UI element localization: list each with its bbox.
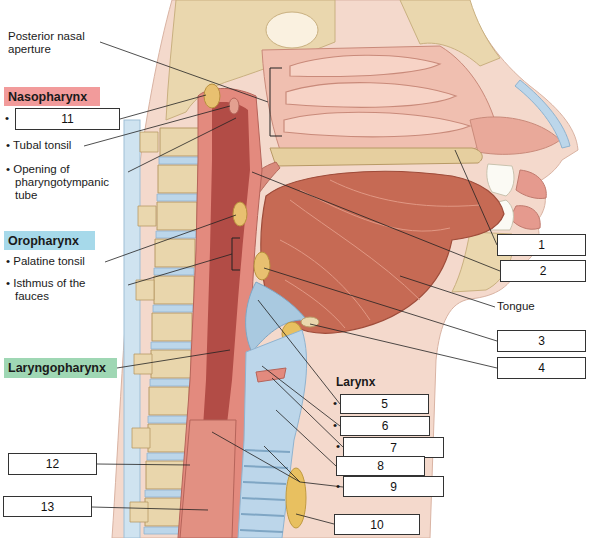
callout-box: 6: [340, 416, 430, 436]
lip: [516, 170, 546, 199]
callout-box: 10: [334, 514, 420, 535]
part-label: •: [336, 480, 340, 493]
callout-number: 3: [538, 334, 545, 348]
nasal-concha: [286, 83, 456, 108]
callout-number: 12: [46, 457, 59, 471]
callout-number: 2: [540, 264, 547, 278]
part-label: •: [333, 397, 337, 410]
callout-box: 7: [343, 437, 444, 458]
callout-box: 3: [497, 330, 586, 352]
part-label: Tongue: [497, 300, 535, 313]
region-band: Oropharynx: [4, 231, 95, 250]
callout-box: 2: [500, 260, 586, 282]
callout-box: 11: [15, 108, 120, 130]
callout-number: 10: [370, 518, 383, 532]
part-label: •: [333, 419, 337, 432]
esophagus: [180, 420, 236, 538]
lip: [510, 206, 540, 230]
part-label: • Opening of pharyngotympanic tube: [6, 163, 114, 202]
region-name: Oropharynx: [8, 234, 79, 248]
nasal-concha: [284, 112, 470, 137]
callout-number: 5: [381, 397, 388, 411]
callout-number: 6: [382, 419, 389, 433]
hard-palate: [270, 148, 482, 166]
nasal-cartilage: [515, 80, 570, 148]
nasal-concha: [290, 55, 440, 76]
thyroid-gland: [286, 468, 306, 528]
larynx-cartilage: [238, 330, 307, 538]
leader-line: [84, 42, 500, 524]
tubal-tonsil: [229, 98, 239, 114]
callout-box: 12: [8, 453, 97, 475]
sphenoid-sinus: [266, 12, 318, 48]
bracket: [232, 238, 240, 270]
lingual-tonsil: [254, 252, 270, 280]
callout-number: 4: [538, 361, 545, 375]
spinal-cord: [124, 120, 140, 538]
part-label: Posterior nasal aperture: [8, 30, 98, 56]
callout-number: 13: [41, 500, 54, 514]
callout-number: 7: [390, 441, 397, 455]
part-label: •: [336, 440, 340, 453]
nasal-cavity: [262, 46, 500, 150]
group-heading: Larynx: [336, 376, 375, 389]
callout-number: 11: [61, 112, 73, 126]
region-band: Laryngopharynx: [4, 358, 117, 378]
tongue-muscle: [261, 171, 504, 333]
callout-number: 9: [390, 480, 397, 494]
callout-number: 8: [377, 459, 384, 473]
region-band: Nasopharynx: [4, 87, 100, 106]
pharyngeal-tonsil: [204, 84, 220, 108]
bracket: [270, 68, 282, 136]
callout-box: 9: [343, 476, 444, 497]
callout-box: 5: [340, 394, 429, 414]
tongue-striation: [280, 180, 480, 328]
vertebral-process: [130, 132, 158, 522]
callout-box: 8: [336, 456, 425, 476]
part-label: • Palatine tonsil: [6, 255, 116, 268]
part-label: • Tubal tonsil: [6, 139, 116, 152]
nasal-vestibule: [470, 117, 560, 154]
palatine-tonsil: [233, 202, 247, 226]
part-label: •: [5, 112, 9, 125]
region-name: Nasopharynx: [8, 90, 87, 104]
callout-number: 1: [538, 238, 545, 252]
vocal-fold: [256, 368, 286, 382]
part-label: • Isthmus of the fauces: [6, 277, 104, 303]
callout-box: 1: [497, 234, 586, 256]
callout-box: 4: [497, 357, 586, 379]
callout-box: 13: [3, 496, 92, 517]
tooth: [487, 164, 514, 196]
region-name: Laryngopharynx: [8, 361, 106, 375]
